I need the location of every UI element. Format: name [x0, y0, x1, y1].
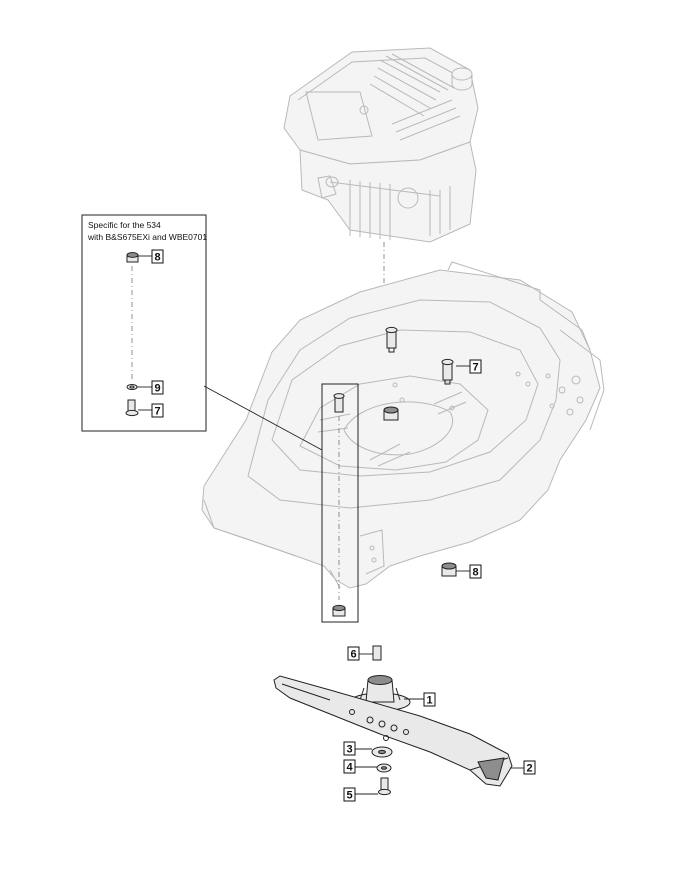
- bolt-icon: [125, 399, 139, 417]
- callout-5: 5: [343, 787, 356, 802]
- washer-icon: [371, 746, 393, 758]
- bolt-icon: [385, 326, 398, 353]
- callout-8-deck: 8: [469, 564, 482, 579]
- callout-7-inset: 7: [151, 403, 164, 418]
- note-box: [81, 214, 207, 432]
- washer-icon: [376, 763, 392, 773]
- callout-1: 1: [423, 692, 436, 707]
- svg-text:9: 9: [154, 383, 160, 395]
- svg-text:3: 3: [346, 744, 352, 756]
- callout-3: 3: [343, 741, 356, 756]
- bolt-icon: [441, 358, 454, 385]
- callout-7-deck: 7: [469, 359, 482, 374]
- note-line-1: Specific for the 534: [88, 220, 161, 230]
- key-icon: [372, 645, 382, 661]
- callout-2: 2: [523, 760, 536, 775]
- svg-text:4: 4: [346, 762, 353, 774]
- callout-4: 4: [343, 759, 356, 774]
- blade-icon: [273, 675, 513, 787]
- svg-text:5: 5: [346, 790, 352, 802]
- washer-icon: [126, 384, 138, 390]
- inset-frame: [321, 383, 359, 623]
- bolt-icon: [333, 393, 345, 413]
- svg-text:7: 7: [154, 406, 160, 418]
- callout-9: 9: [151, 380, 164, 395]
- note-line-2: with B&S675EXi and WBE0701: [87, 232, 207, 242]
- svg-text:7: 7: [472, 362, 478, 374]
- callout-6: 6: [347, 646, 360, 661]
- svg-text:8: 8: [472, 567, 478, 579]
- svg-text:1: 1: [426, 695, 432, 707]
- nut-icon: [441, 562, 457, 577]
- callout-8-inset: 8: [151, 249, 164, 264]
- svg-text:8: 8: [154, 252, 160, 264]
- engine-icon: [283, 47, 479, 243]
- bolt-icon: [378, 777, 391, 796]
- nut-icon: [126, 252, 139, 263]
- mower-deck-icon: [201, 261, 605, 589]
- svg-text:6: 6: [350, 649, 356, 661]
- nut-icon: [332, 604, 346, 617]
- svg-text:2: 2: [526, 763, 532, 775]
- nut-icon: [383, 406, 399, 421]
